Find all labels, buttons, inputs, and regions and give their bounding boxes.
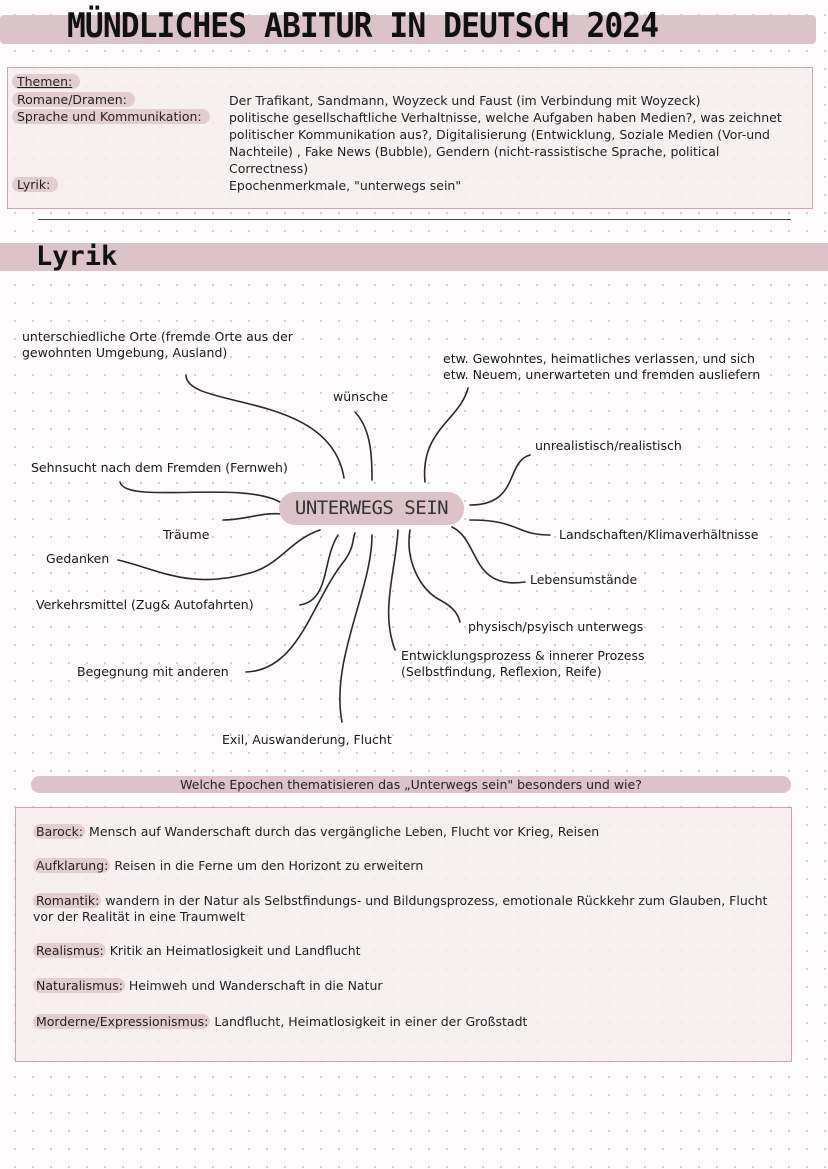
epoche-text: Reisen in die Ferne um den Horizont zu e… <box>110 858 424 873</box>
sprache-label: Sprache und Kommunikation: <box>12 109 210 124</box>
epoche-text: Kritik an Heimatlosigkeit und Landflucht <box>105 943 361 958</box>
connector-landschaften <box>469 519 551 536</box>
lyrik-text: Epochenmerkmale, "unterwegs sein" <box>229 178 462 193</box>
epochen-question-band: Welche Epochen thematisieren das „Unterw… <box>31 776 791 793</box>
epoche-name: Realismus: <box>33 943 106 958</box>
lyrik-band: Lyrik <box>0 241 828 272</box>
connector-entwicklung <box>387 529 399 651</box>
connector-gedanken <box>117 529 321 581</box>
epoche-name: Romantik: <box>33 893 102 908</box>
connector-verkehrsmittel <box>299 534 339 606</box>
branch-traeume: Träume <box>163 527 210 542</box>
connector-exil <box>339 534 373 723</box>
epochen-question: Welche Epochen thematisieren das „Unterw… <box>180 777 642 792</box>
epoche-text: wandern in der Natur als Selbstfindungs-… <box>33 893 768 924</box>
epoche-barock: Barock: Mensch auf Wanderschaft durch da… <box>33 824 783 840</box>
epoche-aufklarung: Aufklarung: Reisen in die Ferne um den H… <box>33 858 783 874</box>
branch-gedanken: Gedanken <box>46 551 110 566</box>
epoche-name: Morderne/Expressionismus: <box>33 1014 211 1029</box>
connector-unrealistisch <box>469 454 531 506</box>
title-band <box>0 15 816 44</box>
romane-text: Der Trafikant, Sandmann, Woyzeck und Fau… <box>229 93 701 108</box>
connector-wuensche <box>354 411 373 481</box>
connector-traeume <box>222 512 283 521</box>
epoche-name: Aufklarung: <box>33 858 111 873</box>
connector-gewohntes <box>423 387 469 483</box>
branch-unrealistisch: unrealistisch/realistisch <box>535 438 682 453</box>
epoche-text: Mensch auf Wanderschaft durch das vergän… <box>85 824 600 839</box>
epoche-text: Heimweh und Wanderschaft in die Natur <box>124 978 383 993</box>
epoche-realismus: Realismus: Kritik an Heimatlosigkeit und… <box>33 943 783 959</box>
epoche-naturalismus: Naturalismus: Heimweh und Wanderschaft i… <box>33 978 783 994</box>
branch-wuensche: wünsche <box>333 389 389 404</box>
sprache-text: politische gesellschaftliche Verhaltniss… <box>229 110 782 176</box>
lyrik-heading: Lyrik <box>36 241 118 272</box>
themen-heading: Themen: <box>12 74 81 89</box>
branch-sehnsucht: Sehnsucht nach dem Fremden (Fernweh) <box>31 460 288 475</box>
connector-begegnung <box>245 532 356 673</box>
branch-begegnung: Begegnung mit anderen <box>77 664 229 679</box>
branch-lebensumstaende: Lebensumstände <box>530 572 638 587</box>
epoche-name: Barock: <box>33 824 86 839</box>
divider <box>38 219 791 220</box>
branch-orte: unterschiedliche Orte (fremde Orte aus d… <box>22 329 293 360</box>
connector-sehnsucht <box>119 481 281 503</box>
epoche-text: Landflucht, Heimatlosigkeit in einer der… <box>210 1014 528 1029</box>
branch-physisch: physisch/psyisch unterwegs <box>468 619 644 634</box>
connector-orte <box>185 374 345 479</box>
branch-entwicklung: Entwicklungsprozess & innerer Prozess (S… <box>401 648 645 679</box>
epoche-name: Naturalismus: <box>33 978 125 993</box>
romane-label: Romane/Dramen: <box>12 92 135 107</box>
branch-landschaften: Landschaften/Klimaverhältnisse <box>559 527 759 542</box>
connector-lebensumstaende <box>451 526 526 584</box>
branch-verkehrsmittel: Verkehrsmittel (Zug& Autofahrten) <box>36 597 254 612</box>
epoche-moderne: Morderne/Expressionismus: Landflucht, He… <box>33 1014 783 1030</box>
epoche-romantik: Romantik: wandern in der Natur als Selbs… <box>33 893 783 925</box>
branch-exil: Exil, Auswanderung, Flucht <box>222 732 392 747</box>
lyrik-label: Lyrik: <box>12 177 59 192</box>
connector-physisch <box>408 529 461 623</box>
mindmap-center-node: UNTERWEGS SEIN <box>279 492 464 525</box>
epochen-box: Barock: Mensch auf Wanderschaft durch da… <box>15 807 792 1062</box>
themen-box: Themen: Romane/Dramen: Der Trafikant, Sa… <box>7 67 813 209</box>
branch-gewohntes: etw. Gewohntes, heimatliches verlassen, … <box>443 351 761 382</box>
page-title: MÜNDLICHES ABITUR IN DEUTSCH 2024 <box>67 6 659 46</box>
